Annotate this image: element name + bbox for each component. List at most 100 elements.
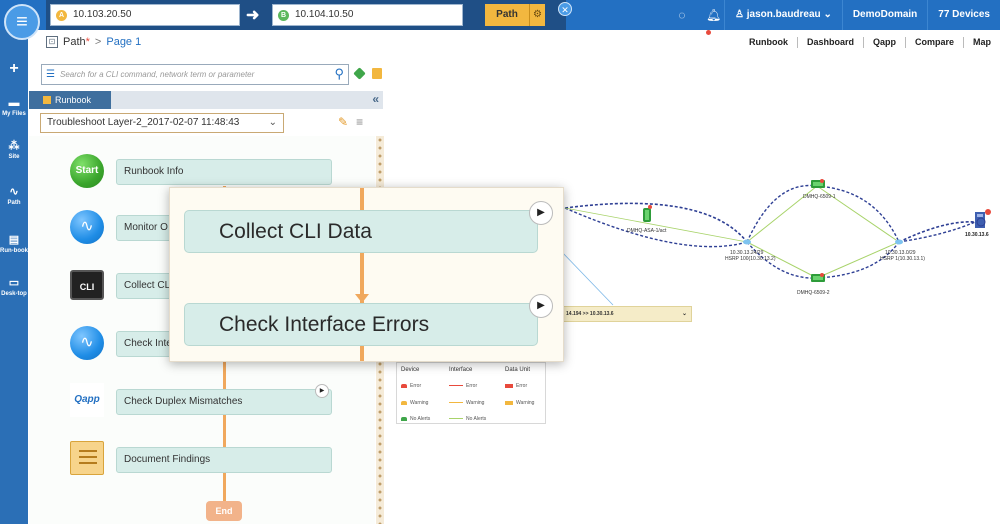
user-menu[interactable]: ♙ jason.baudreau ⌄	[724, 0, 842, 30]
page-link[interactable]: Page 1	[106, 36, 142, 48]
domain-selector[interactable]: DemoDomain	[841, 0, 927, 30]
left-nav: + ▬ My Files ⁂ Site ∿ Path ▤ Run-book ▭ …	[0, 30, 28, 524]
step-label: Document Findings	[124, 454, 211, 465]
source-badge: A	[56, 10, 67, 21]
chat-icon[interactable]: ◌	[678, 8, 686, 22]
dest-marker	[976, 217, 986, 227]
play-icon[interactable]: ▶	[529, 294, 553, 318]
dest-ip-field[interactable]: B 10.104.10.50	[272, 4, 463, 26]
step-label: Collect CLI	[124, 280, 173, 291]
nav-runbook[interactable]: ▤ Run-book	[0, 234, 28, 255]
path-button[interactable]: Path	[485, 4, 529, 26]
collapse-icon[interactable]: «	[372, 92, 379, 106]
nav-site[interactable]: ⁂ Site	[0, 140, 28, 161]
chevron-right-icon: >	[94, 36, 102, 48]
link-line	[564, 207, 748, 243]
alert-dot	[648, 205, 652, 209]
tab-runbook[interactable]: Runbook	[29, 91, 111, 109]
device-count[interactable]: 77 Devices	[927, 0, 1000, 30]
zoom-step-collect-cli[interactable]: Collect CLI Data ▶	[184, 201, 553, 253]
node-sw1-label: DMHQ-6509-1	[803, 194, 836, 200]
hamburger-menu-icon[interactable]: ≡	[4, 4, 40, 40]
hub-icon	[895, 239, 903, 245]
legend-device-error: Error	[401, 383, 421, 389]
nav-path-label: Path	[7, 200, 21, 206]
hsrp1-label: HSRP 100(10.30.13.2)	[725, 256, 776, 262]
list-icon: ☰	[46, 69, 55, 80]
username: jason.baudreau	[746, 9, 821, 20]
step-runbook-info[interactable]: Runbook Info	[116, 159, 332, 185]
source-ip-field[interactable]: A 10.103.20.50	[50, 4, 240, 26]
folder-icon: ▬	[8, 97, 20, 109]
hsrp2-label: HSRP 1(10.30.13.1)	[880, 256, 925, 262]
nav-desktop-label: Desk-top	[1, 291, 27, 297]
link-line	[746, 185, 900, 279]
legend-device-warning: Warning	[401, 400, 428, 406]
path-line	[564, 207, 748, 248]
zoom-step-label: Check Interface Errors	[219, 313, 430, 336]
network-map: DMHQ-ASA-1/act DMHQ-6509-1 DMHQ-6509-2 1…	[559, 179, 991, 306]
server-icon	[975, 209, 991, 228]
hsrp1-ip: 10.30.13.24/29	[730, 250, 764, 256]
menu-compare[interactable]: Compare	[904, 37, 963, 48]
runbook-icon: ▤	[8, 234, 20, 246]
note-icon[interactable]	[372, 68, 382, 79]
search-input[interactable]: ☰ Search for a CLI command, network term…	[41, 64, 349, 85]
search-placeholder: Search for a CLI command, network term o…	[60, 70, 255, 79]
edit-icon[interactable]: ✎	[338, 115, 349, 129]
nav-add[interactable]: +	[0, 60, 28, 77]
step-duplex[interactable]: Check Duplex Mismatches ▶	[116, 384, 332, 415]
path-panel: A 10.103.20.50 ➜ B 10.104.10.50 Path ⚙	[46, 0, 566, 30]
close-icon[interactable]: ✕	[558, 2, 572, 16]
path-line	[816, 185, 900, 243]
runbook-select-value: Troubleshoot Layer-2_2017-02-07 11:48:43	[47, 117, 240, 128]
legend-interface-warning: Warning	[449, 400, 484, 406]
search-icon[interactable]: ⚲	[334, 66, 344, 81]
runbook-select[interactable]: Troubleshoot Layer-2_2017-02-07 11:48:43…	[40, 113, 284, 133]
menu-runbook[interactable]: Runbook	[748, 37, 788, 47]
path-icon: ∿	[9, 186, 19, 198]
nav-my-files-label: My Files	[2, 111, 26, 117]
step-label: Monitor O	[124, 222, 168, 233]
path-summary-bar[interactable]: 14.194 >> 10.30.13.6 ⌄	[545, 306, 692, 322]
source-ip-value: 10.103.20.50	[73, 9, 132, 20]
menu-qapp[interactable]: Qapp	[862, 37, 905, 48]
end-node[interactable]: End	[206, 501, 242, 521]
step-label: Runbook Info	[124, 166, 184, 177]
legend-header-interface: Interface	[449, 367, 473, 373]
cube-icon[interactable]	[353, 67, 366, 80]
legend-interface-error: Error	[449, 383, 477, 389]
link-line	[559, 249, 614, 306]
nav-desktop[interactable]: ▭ Desk-top	[0, 277, 28, 298]
bell-icon[interactable]: 🔔︎	[696, 0, 724, 35]
plus-icon: +	[9, 60, 19, 77]
chevron-down-icon: ⌄	[268, 117, 277, 128]
node-sw2-label: DMHQ-6509-2	[797, 290, 830, 296]
document-icon	[70, 441, 104, 475]
tab-runbook-label: Runbook	[55, 95, 92, 105]
path-line	[898, 221, 976, 243]
firewall-icon	[643, 208, 651, 222]
site-icon: ⁂	[8, 140, 20, 152]
arrow-right-icon: ➜	[246, 7, 260, 24]
gear-icon[interactable]: ⚙	[529, 4, 545, 26]
arrow-down-icon	[355, 294, 369, 303]
hub-icon	[743, 239, 751, 245]
path-summary-text: 14.194 >> 10.30.13.6	[566, 311, 614, 317]
play-icon[interactable]: ▶	[315, 384, 329, 398]
menu-map[interactable]: Map	[963, 37, 1000, 48]
path-line	[816, 241, 900, 279]
chevron-down-icon: ⌄	[681, 311, 687, 317]
play-icon[interactable]: ▶	[529, 201, 553, 225]
step-document-findings[interactable]: Document Findings	[116, 447, 332, 473]
tab-title[interactable]: Path*	[63, 36, 90, 48]
alert-dot	[820, 179, 824, 183]
nav-path[interactable]: ∿ Path	[0, 186, 28, 207]
top-right-menu: ◌ 🔔︎ ♙ jason.baudreau ⌄ DemoDomain 77 De…	[668, 0, 1000, 35]
list-menu-icon[interactable]: ≡	[356, 115, 364, 129]
zoom-step-check-interface[interactable]: Check Interface Errors ▶	[184, 294, 553, 346]
nav-my-files[interactable]: ▬ My Files	[0, 97, 28, 118]
zoom-step-label: Collect CLI Data	[219, 220, 372, 243]
dest-ip-value: 10.104.10.50	[295, 9, 354, 20]
menu-dashboard[interactable]: Dashboard	[796, 37, 863, 48]
